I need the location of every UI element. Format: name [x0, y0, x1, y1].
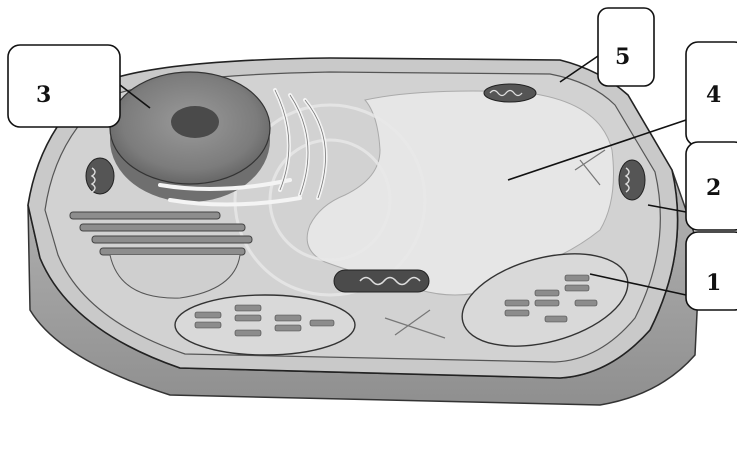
- mitochondrion: [86, 158, 114, 194]
- nucleus: [110, 72, 270, 202]
- label-4: 4: [706, 82, 721, 108]
- chloroplast-bottom: [175, 295, 355, 355]
- mitochondrion-top: [484, 84, 536, 102]
- mitochondrion-right: [619, 160, 645, 200]
- label-box-3: [8, 45, 120, 127]
- mitochondrion-center: [334, 270, 429, 292]
- nucleolus: [171, 106, 219, 138]
- label-2: 2: [706, 175, 721, 201]
- label-3: 3: [36, 82, 51, 108]
- label-5: 5: [615, 44, 630, 70]
- label-1: 1: [706, 270, 721, 296]
